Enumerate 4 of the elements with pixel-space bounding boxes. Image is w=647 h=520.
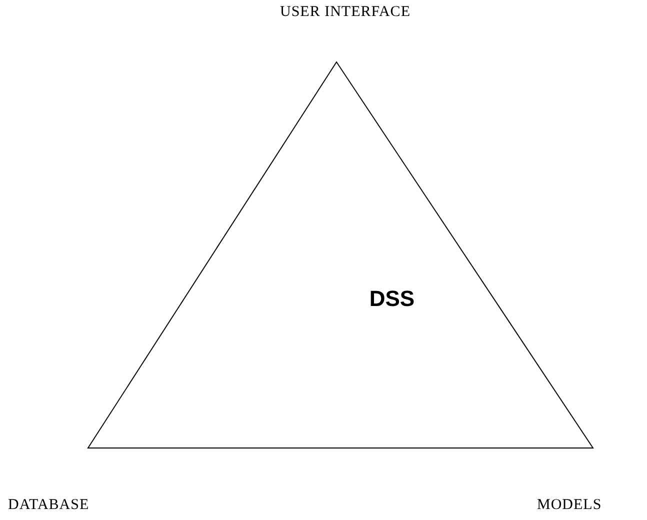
- node-label: DSS: [369, 286, 415, 312]
- vertex-label: DATABASE: [8, 497, 90, 514]
- vertex-label: USER INTERFACE: [280, 4, 410, 21]
- vertex-label: MODELS: [537, 497, 602, 514]
